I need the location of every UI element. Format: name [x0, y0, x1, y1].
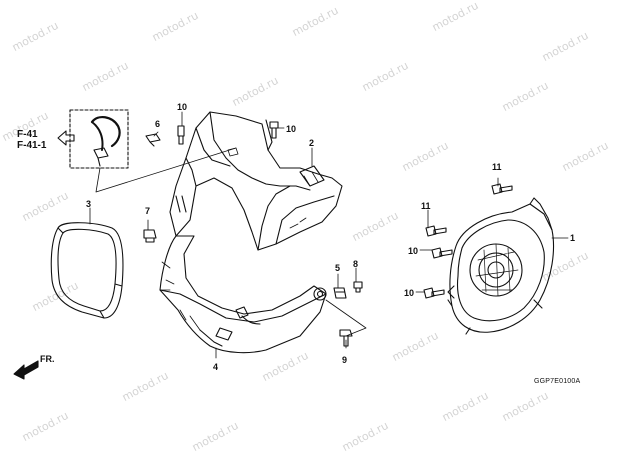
callout-part-9: 9 [342, 355, 348, 365]
callout-part-11-left: 11 [421, 201, 431, 211]
leader-lines [89, 111, 569, 359]
bolt-parts [177, 121, 513, 299]
callout-part-2: 2 [309, 138, 315, 148]
drawing-code: GGP7E0100A [534, 378, 581, 385]
ref-f-41: F-41 [17, 129, 38, 140]
part-1-fan-cover [447, 197, 555, 335]
callout-part-3: 3 [86, 199, 92, 209]
part-3-gasket [50, 222, 124, 319]
callout-part-11-right: 11 [492, 162, 502, 172]
callout-part-1: 1 [570, 233, 576, 243]
small-parts [143, 133, 363, 347]
callout-part-4: 4 [213, 362, 219, 372]
callout-part-10-top: 10 [177, 102, 188, 112]
callout-part-6: 6 [155, 119, 161, 129]
reference-arrow-icon [57, 130, 75, 146]
front-arrow-icon [13, 360, 39, 380]
bolt-10-right-upper [431, 247, 453, 259]
part-4-lower-shroud [159, 235, 327, 354]
callout-part-10-right-lower: 10 [404, 288, 415, 298]
bolt-10-right-lower [423, 287, 445, 299]
part-6-clip [145, 133, 161, 147]
front-label: FR. [40, 354, 55, 364]
bolt-10-top [177, 125, 185, 145]
part-2-upper-shroud [169, 111, 343, 251]
part-5-grommet [333, 287, 347, 299]
bolt-10-center [269, 121, 279, 139]
part-8-collar [353, 281, 363, 293]
callout-part-10-right-upper: 10 [408, 246, 419, 256]
callout-part-10-center: 10 [286, 124, 297, 134]
callout-part-8: 8 [353, 259, 359, 269]
part-7-nut [143, 229, 157, 243]
callout-part-5: 5 [335, 263, 341, 273]
bolt-11-right [491, 183, 513, 195]
bolt-11-left [425, 225, 447, 237]
callout-part-7: 7 [145, 206, 151, 216]
clamp-reference-box [69, 109, 237, 193]
ref-f-41-1: F-41-1 [17, 140, 47, 151]
